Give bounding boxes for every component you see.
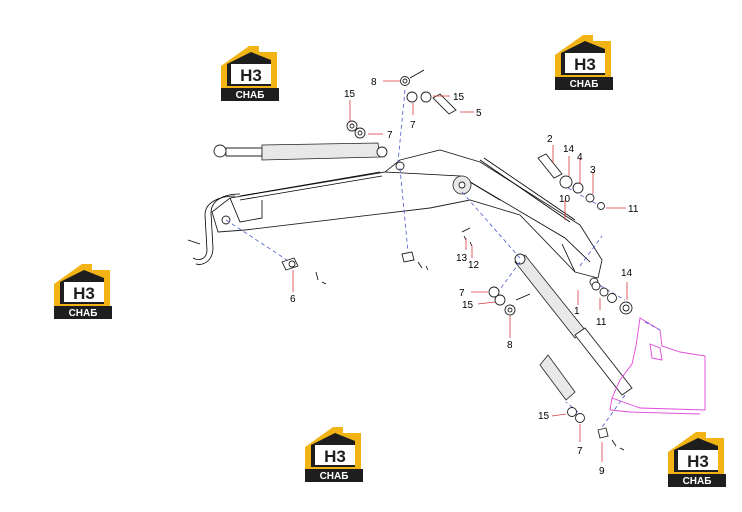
bucket (609, 317, 706, 415)
watermark-logo: H3 СНАБ (219, 44, 283, 102)
arm-cylinder-upper (213, 142, 388, 161)
callout-15: 15 (462, 300, 474, 311)
callout-4: 4 (577, 152, 583, 163)
callout-9: 9 (599, 466, 605, 477)
callout-14: 14 (563, 144, 575, 155)
callout-2: 2 (547, 134, 553, 145)
bucket-cylinder (514, 253, 633, 401)
svg-text:H3: H3 (73, 284, 95, 303)
callout-7: 7 (410, 120, 416, 131)
hydraulic-hoses (187, 157, 576, 265)
svg-text:СНАБ: СНАБ (320, 471, 349, 482)
svg-text:H3: H3 (687, 452, 709, 471)
callout-11: 11 (628, 204, 639, 215)
svg-text:H3: H3 (324, 447, 346, 466)
callout-14: 14 (621, 268, 633, 279)
leader-lines (292, 80, 628, 462)
hardware (281, 69, 633, 451)
svg-text:СНАБ: СНАБ (69, 308, 98, 319)
watermark-logo: H3 СНАБ (553, 33, 617, 91)
svg-text:H3: H3 (240, 66, 262, 85)
callout-12: 12 (468, 260, 480, 271)
svg-text:СНАБ: СНАБ (570, 79, 599, 90)
callout-8: 8 (371, 77, 377, 88)
watermark-logo: H3 СНАБ (666, 430, 730, 488)
callout-numbers: 8 15 15 7 7 5 2 14 4 3 10 11 13 12 6 7 1… (290, 77, 639, 477)
callout-3: 3 (590, 165, 596, 176)
boom-arm (211, 149, 603, 287)
svg-text:СНАБ: СНАБ (683, 476, 712, 487)
watermark-logo: H3 СНАБ (52, 262, 116, 320)
watermark-logo: H3 СНАБ (303, 425, 367, 483)
callout-10: 10 (559, 194, 571, 205)
assembly-lines (225, 89, 661, 431)
svg-text:СНАБ: СНАБ (236, 90, 265, 101)
callout-13: 13 (456, 253, 468, 264)
callout-7: 7 (387, 130, 393, 141)
callout-15: 15 (453, 92, 465, 103)
svg-text:H3: H3 (574, 55, 596, 74)
callout-15: 15 (344, 89, 356, 100)
callout-1: 1 (574, 306, 580, 317)
callout-15: 15 (538, 411, 550, 422)
callout-8: 8 (507, 340, 513, 351)
callout-11: 11 (596, 317, 607, 328)
callout-5: 5 (476, 108, 482, 119)
callout-6: 6 (290, 294, 296, 305)
callout-7: 7 (459, 288, 465, 299)
callout-7: 7 (577, 446, 583, 457)
